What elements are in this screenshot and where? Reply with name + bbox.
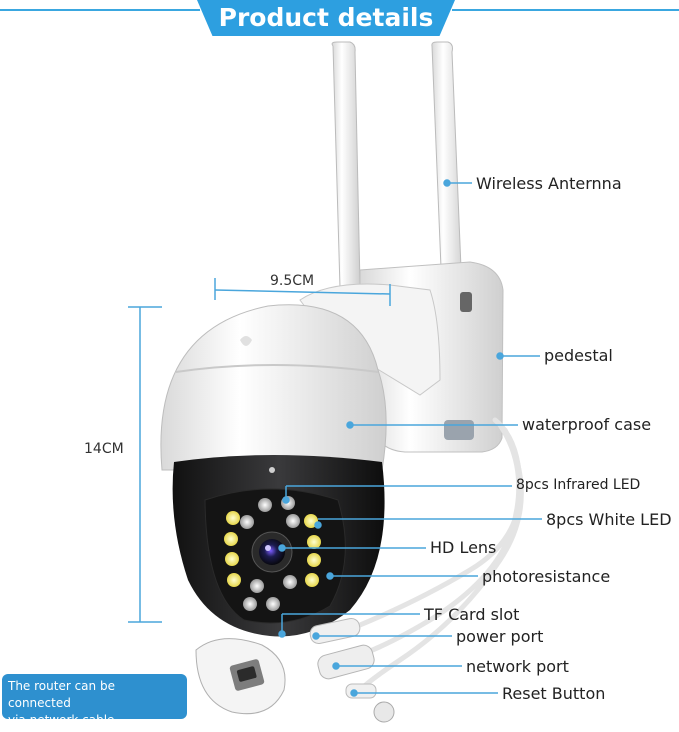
antenna-left — [331, 41, 361, 289]
label-tf-card-slot: TF Card slot — [424, 605, 520, 624]
width-label: 9.5CM — [270, 273, 315, 289]
router-note: The router can be connected via network … — [2, 674, 187, 727]
label-photoresistance: photoresistance — [482, 567, 611, 586]
title-banner — [197, 0, 455, 36]
network-connector — [317, 644, 375, 680]
power-connector — [309, 617, 361, 645]
label-reset-button: Reset Button — [502, 684, 606, 703]
waterproof-case — [160, 304, 387, 471]
label-infrared-led: 8pcs Infrared LED — [516, 477, 641, 493]
photoresistance-sensor — [269, 467, 275, 473]
label-power-port: power port — [456, 627, 544, 646]
cables — [342, 417, 524, 693]
white-leds — [224, 511, 321, 587]
banner-line-left — [0, 9, 200, 11]
router-note-line1: The router can be connected — [8, 679, 115, 710]
hd-lens — [251, 531, 293, 573]
height-dimension-line — [128, 306, 162, 623]
label-network-port: network port — [466, 657, 569, 676]
callout-lines — [278, 179, 542, 697]
width-dimension-line — [214, 278, 391, 306]
label-pedestal: pedestal — [544, 346, 613, 365]
router-note-line2: via network cable — [8, 713, 115, 727]
page-title: Product details — [218, 3, 434, 32]
rj45-plug — [195, 638, 286, 715]
banner-line-right — [452, 9, 679, 11]
height-label: 14CM — [84, 441, 124, 457]
label-wireless-antenna: Wireless Anternna — [476, 174, 622, 193]
label-waterproof-case: waterproof case — [522, 415, 652, 434]
label-hd-lens: HD Lens — [430, 538, 497, 557]
label-white-led: 8pcs White LED — [546, 510, 672, 529]
